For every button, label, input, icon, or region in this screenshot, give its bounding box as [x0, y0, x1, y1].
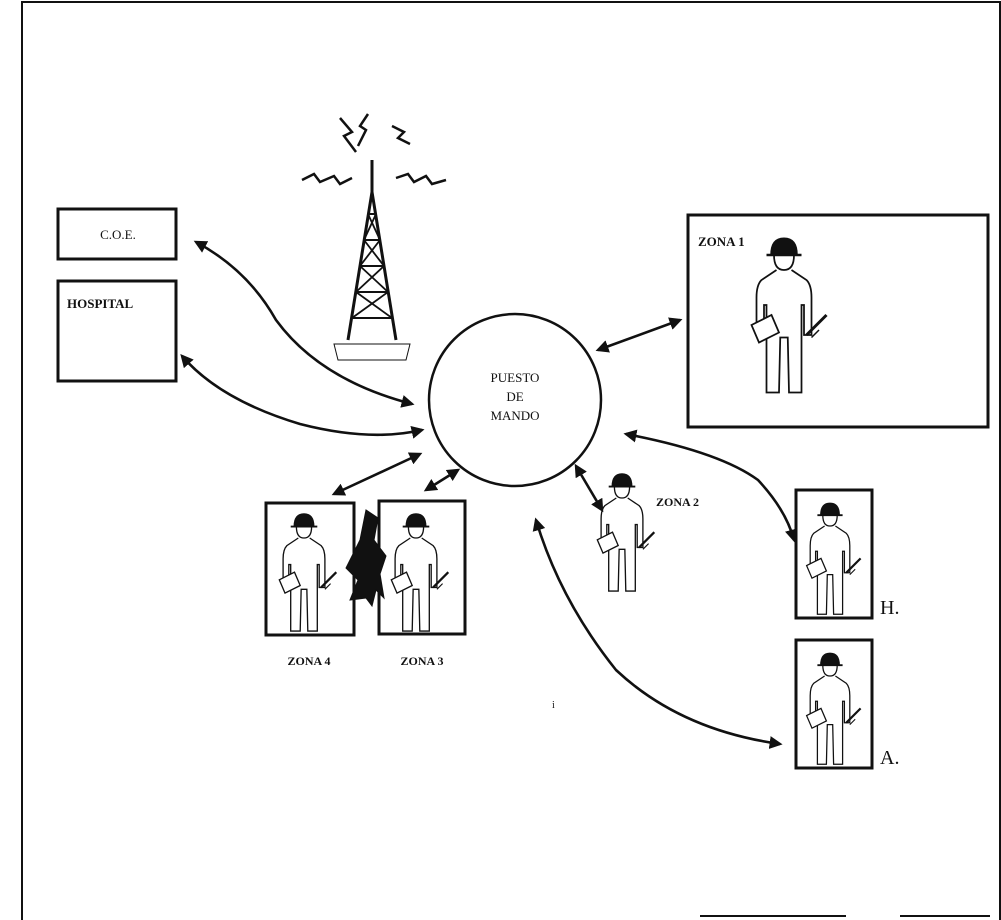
radio-tower-icon: [301, 113, 447, 361]
link-puesto-a: [532, 517, 783, 749]
link-zona4-zona3: [345, 509, 387, 608]
puesto-label-line1: PUESTO: [491, 370, 540, 385]
link-puesto-zona4: [331, 452, 423, 496]
zona-4-label: ZONA 4: [287, 654, 330, 668]
hospital-label: HOSPITAL: [67, 296, 134, 311]
link-puesto-zona3: [423, 468, 461, 492]
zona-3-label: ZONA 3: [400, 654, 443, 668]
a-label: A.: [880, 747, 899, 769]
link-puesto-zona2: [574, 463, 604, 513]
zona-1-node: ZONA 1: [686, 213, 990, 429]
coe-node: C.O.E.: [56, 207, 178, 261]
zona-2-label: ZONA 2: [656, 495, 699, 509]
zona-2-node: ZONA 2: [596, 472, 699, 593]
link-puesto-zona1: [595, 317, 683, 353]
coe-label: C.O.E.: [100, 227, 136, 242]
a-node: A.: [794, 638, 899, 770]
puesto-de-mando-node: PUESTO DE MANDO: [427, 312, 603, 488]
zona-3-node: ZONA 3: [377, 499, 467, 668]
outer-frame: [21, 1, 1001, 920]
link-hospital-puesto: [180, 354, 425, 439]
h-label: H.: [880, 597, 899, 619]
puesto-label-line3: MANDO: [490, 408, 539, 423]
worker-icon: [596, 472, 656, 593]
zona-4-node: ZONA 4: [264, 501, 356, 668]
stray-mark: i: [552, 700, 555, 711]
puesto-label-line2: DE: [506, 389, 523, 404]
h-node: H.: [794, 488, 899, 620]
hospital-node: HOSPITAL: [56, 279, 178, 383]
link-puesto-h: [623, 429, 798, 543]
zona-1-label: ZONA 1: [698, 234, 745, 249]
